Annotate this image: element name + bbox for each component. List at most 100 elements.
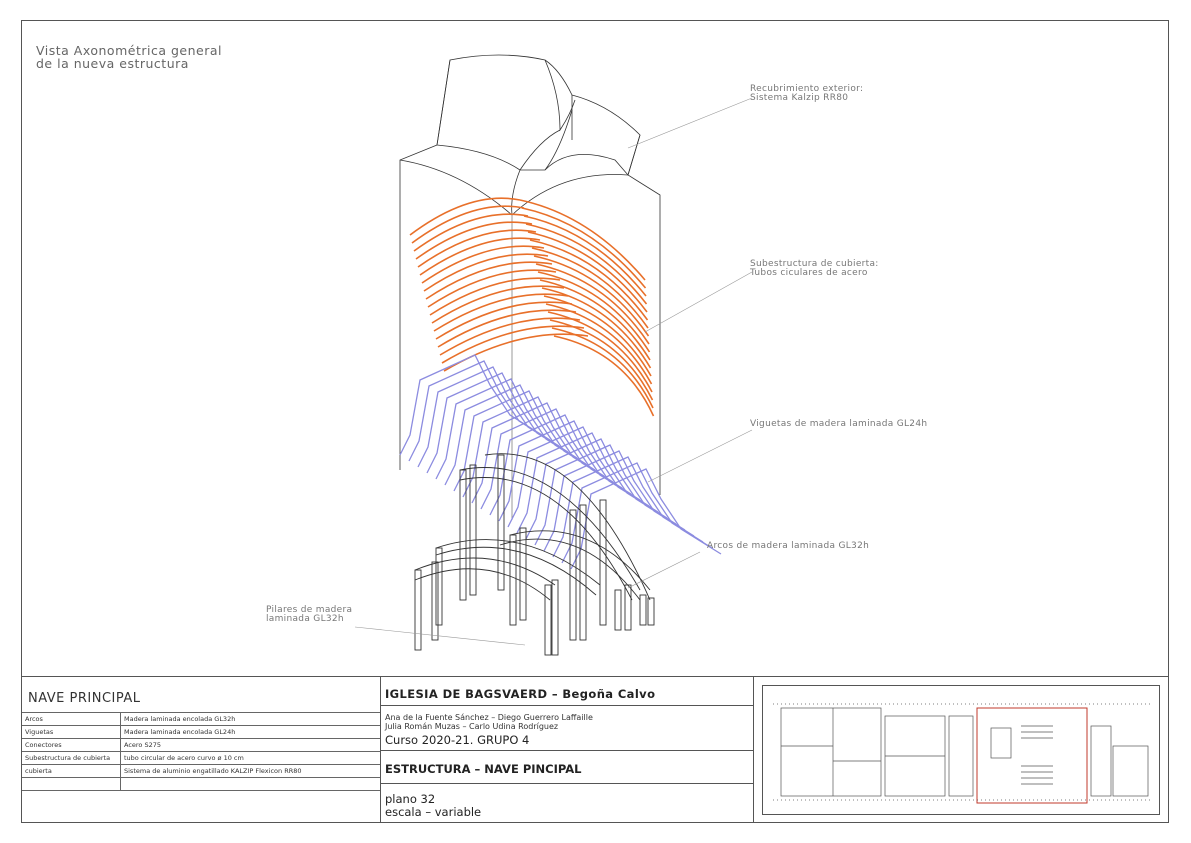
view-title-line2: de la nueva estructura <box>36 56 189 71</box>
timber-joist <box>534 444 686 546</box>
timber-pillar <box>497 454 505 591</box>
steel-tube <box>433 293 569 332</box>
spec-value: Madera laminada encolada GL24h <box>120 725 380 739</box>
divider <box>381 705 753 706</box>
spec-value: Acero S275 <box>120 738 380 752</box>
steel-tube <box>525 223 648 305</box>
timber-joist <box>462 396 614 498</box>
steel-tube <box>523 215 647 297</box>
view-title: Vista Axonométrica general de la nueva e… <box>36 44 222 70</box>
divider <box>381 783 753 784</box>
steel-tube <box>415 221 533 260</box>
timber-joists <box>399 354 722 570</box>
timber-pillar <box>519 527 527 621</box>
steel-tube <box>545 303 653 385</box>
view-title-line1: Vista Axonométrica general <box>36 43 222 58</box>
callout-recubrimiento-line1: Recubrimiento exterior: <box>750 84 864 94</box>
timber-joist <box>435 378 587 480</box>
steel-tube <box>439 317 581 356</box>
steel-tube <box>543 295 652 377</box>
leader-lines <box>354 97 753 646</box>
steel-tube <box>539 279 651 361</box>
course: Curso 2020-21. GRUPO 4 <box>385 733 530 747</box>
steel-tube <box>411 205 525 244</box>
spec-row-empty <box>22 777 380 791</box>
key-plan <box>762 685 1160 815</box>
timber-pillar <box>599 499 607 626</box>
timber-joist <box>543 450 695 552</box>
spec-value: tubo circular de acero curvo ø 10 cm <box>120 751 380 765</box>
timber-arches <box>414 453 651 601</box>
sheet-number: plano 32 escala – variable <box>385 793 481 819</box>
steel-tube <box>437 309 577 348</box>
spec-key: cubierta <box>22 764 121 778</box>
callout-recubrimiento: Recubrimiento exterior: Sistema Kalzip R… <box>750 85 863 103</box>
divider <box>381 750 753 751</box>
steel-tube <box>547 311 653 393</box>
steel-tube <box>549 319 654 401</box>
timber-pillar <box>639 594 647 626</box>
timber-pillar <box>551 579 559 656</box>
key-plan-drawing <box>773 703 1153 804</box>
nave-title: NAVE PRINCIPAL <box>28 691 141 706</box>
key-plan-panel <box>754 677 1168 823</box>
steel-tube <box>519 199 646 281</box>
timber-pillar <box>624 584 632 631</box>
spec-key: Subestructura de cubierta <box>22 751 121 765</box>
axonometric-drawing <box>354 54 753 656</box>
steel-tube <box>419 237 541 276</box>
steel-tube <box>553 335 655 417</box>
steel-tube <box>417 229 537 268</box>
timber-pillar <box>431 561 439 641</box>
timber-pillar <box>579 504 587 641</box>
spec-value <box>120 777 380 791</box>
timber-pillar <box>614 589 622 631</box>
timber-joist <box>471 402 623 504</box>
timber-pillar <box>647 597 655 626</box>
callout-subestructura: Subestructura de cubierta: Tubos cicular… <box>750 260 879 278</box>
sheet-frame <box>21 20 1169 823</box>
timber-pillar <box>435 547 443 626</box>
spec-value: Sistema de aluminio engatillado KALZIP F… <box>120 764 380 778</box>
timber-pillar <box>469 464 477 596</box>
steel-tube <box>423 253 549 292</box>
timber-pillar <box>509 534 517 626</box>
authors-line1: Ana de la Fuente Sánchez – Diego Guerrer… <box>385 713 593 722</box>
timber-joist <box>489 414 641 516</box>
timber-pillar <box>459 469 467 601</box>
steel-tube <box>421 245 545 284</box>
steel-tube <box>427 269 557 308</box>
steel-tube <box>409 197 521 236</box>
steel-tube <box>527 231 648 313</box>
callout-pilares: Pilares de madera laminada GL32h <box>266 606 352 624</box>
steel-tube <box>431 285 565 324</box>
timber-joist <box>453 390 605 492</box>
callout-pilares-line1: Pilares de madera <box>266 605 353 615</box>
timber-joist <box>525 438 677 540</box>
roof-cladding <box>399 54 661 520</box>
timber-joist <box>444 384 596 486</box>
timber-pillar <box>414 569 422 651</box>
callout-pilares-line2: laminada GL32h <box>266 614 344 624</box>
church-title: IGLESIA DE BAGSVAERD – Begoña Calvo <box>385 687 656 701</box>
steel-tubes <box>409 197 655 417</box>
timber-joist <box>561 462 713 564</box>
callout-arcos: Arcos de madera laminada GL32h <box>707 542 869 551</box>
timber-joist <box>480 408 632 510</box>
timber-joist <box>570 468 722 570</box>
spec-key: Arcos <box>22 712 121 726</box>
steel-tube <box>537 271 651 353</box>
authors-line2: Julia Román Muzas – Carlo Udina Rodrígue… <box>385 722 559 731</box>
plano-number: plano 32 <box>385 792 436 806</box>
timber-joist <box>417 366 569 468</box>
timber-joist <box>426 372 578 474</box>
callout-arcos-text: Arcos de madera laminada GL32h <box>707 541 870 551</box>
steel-tube <box>551 327 654 409</box>
